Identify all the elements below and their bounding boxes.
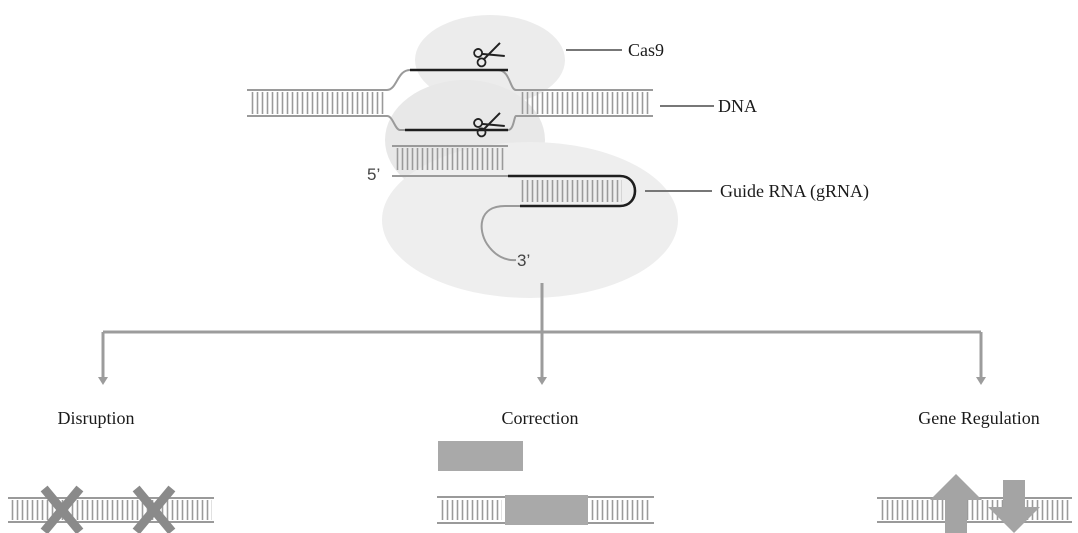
dna-left-rungs [251,92,384,114]
grna-scaffold-loop [508,174,637,208]
five-prime-label: 5’ [367,165,380,184]
dna-bubble-lower-strand [386,115,500,131]
outcome-label-correction: Correction [502,408,579,428]
outcome-branches [98,283,986,385]
downregulation-arrow-icon [988,480,1040,533]
arrowhead-right [976,377,986,385]
dna-double-strand [247,68,653,170]
arrowhead-center [537,377,547,385]
dna-target-rungs [394,148,506,170]
grna-label: Guide RNA (gRNA) [720,181,869,202]
outcome-label-disruption: Disruption [57,408,134,428]
correction-dna-rungs-right [591,500,651,520]
correction-dna-rungs-left [440,500,502,520]
correction-illustration [437,441,654,525]
disruption-dna-rungs [10,500,212,520]
cas9-label: Cas9 [628,40,664,60]
regulation-dna-rungs [880,500,1070,520]
grna-tail [480,205,520,262]
scissors-icon [473,42,505,68]
dna-right-rungs [520,92,650,114]
upregulation-arrow-icon [930,474,982,533]
cross-mark-icon [40,485,84,533]
scissors-icon [473,112,505,138]
donor-template-block [438,441,523,471]
outcome-label-gene-regulation: Gene Regulation [918,408,1039,428]
arrowhead-left [98,377,108,385]
cross-mark-icon [132,485,176,533]
gene-regulation-illustration [877,474,1072,533]
dna-bubble-lower-join [507,115,517,131]
dna-label: DNA [718,96,757,116]
three-prime-label: 3’ [517,251,530,270]
disruption-illustration [8,485,214,533]
guide-rna [392,174,637,262]
inserted-sequence-block [505,495,588,525]
grna-stem-rungs [520,180,622,202]
